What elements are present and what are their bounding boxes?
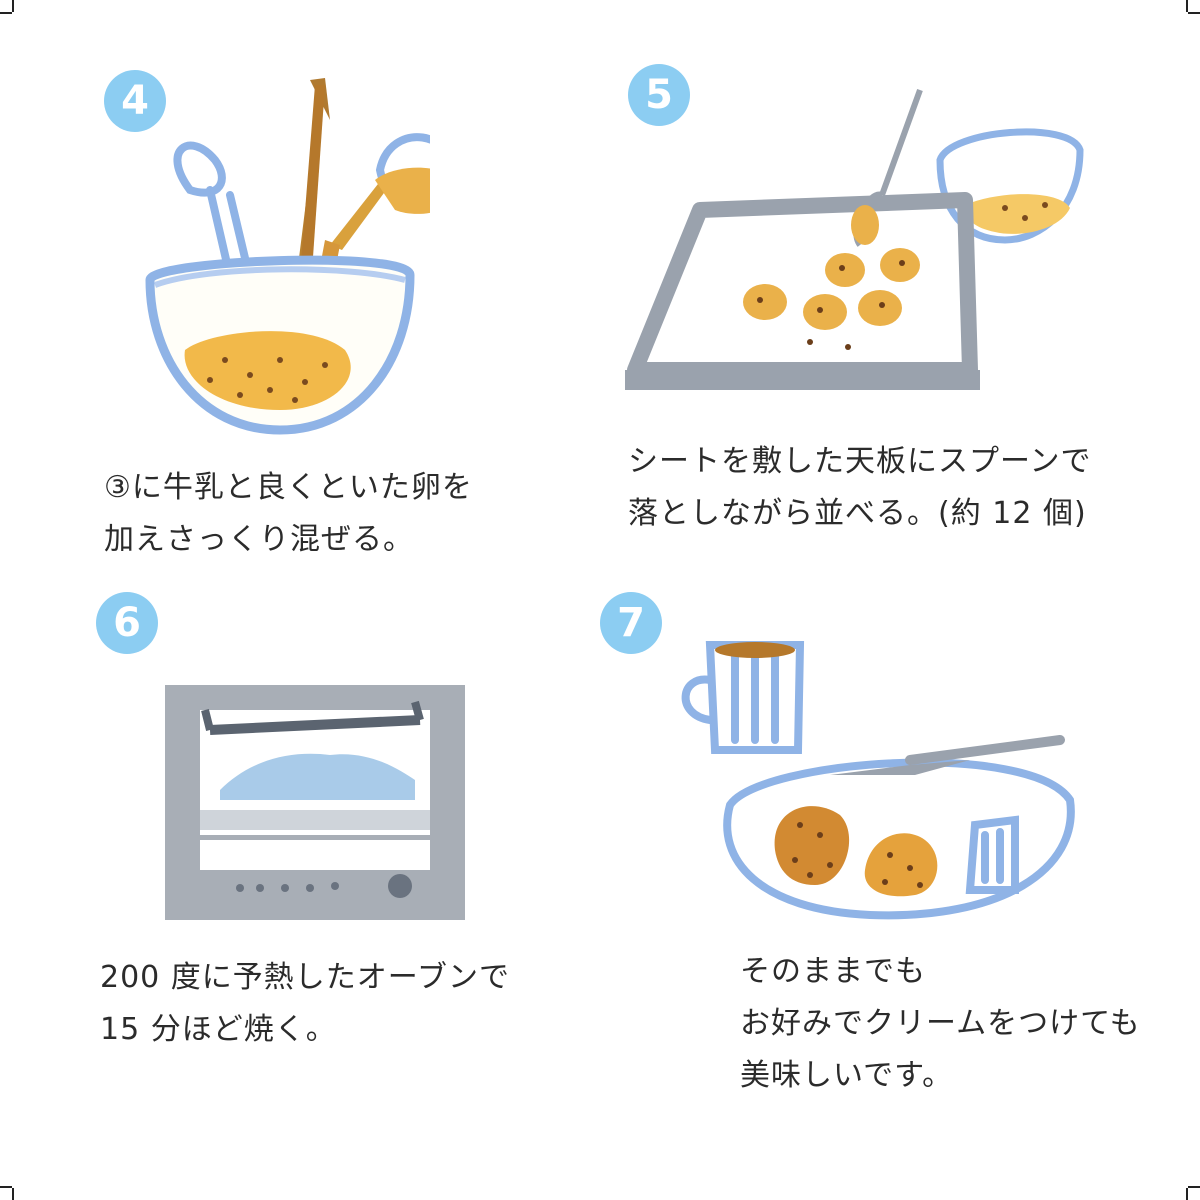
step-caption: シートを敷した天板にスプーンで 落としながら並べる。(約 12 個)	[628, 436, 1092, 540]
step-caption: そのままでも お好みでクリームをつけても 美味しいです。	[740, 946, 1141, 1102]
step-caption: ③に牛乳と良くといた卵を 加えさっくり混ぜる。	[104, 462, 473, 566]
crop-mark	[0, 12, 12, 14]
caption-line: 美味しいです。	[740, 1058, 954, 1093]
step-number-badge: 7	[600, 592, 662, 654]
caption-line: 落としながら並べる。(約 12 個)	[628, 496, 1087, 531]
baking-tray-illustration	[625, 88, 1084, 390]
caption-line: お好みでクリームをつけても	[740, 1006, 1141, 1041]
mixing-bowl-illustration	[145, 78, 430, 435]
crop-mark	[12, 0, 14, 12]
caption-line: ③に牛乳と良くといた卵を	[104, 470, 473, 505]
step-caption: 200 度に予熱したオーブンで 15 分ほど焼く。	[100, 952, 510, 1056]
caption-line: 200 度に予熱したオーブンで	[100, 960, 510, 995]
caption-line: 15 分ほど焼く。	[100, 1012, 337, 1047]
crop-mark	[12, 1188, 14, 1200]
step-number-badge: 4	[104, 70, 166, 132]
crop-mark	[1188, 12, 1200, 14]
caption-line: 加えさっくり混ぜる。	[104, 522, 414, 557]
scones-plate-illustration	[681, 641, 1075, 920]
crop-mark	[1186, 0, 1188, 12]
toaster-oven-illustration	[165, 685, 465, 920]
step-7: 7 そのままでも お好みでクリームをつけても 美味しいです。	[600, 592, 1200, 1200]
step-number-badge: 6	[96, 592, 158, 654]
crop-mark	[1186, 1188, 1188, 1200]
step-number-badge: 5	[628, 64, 690, 126]
caption-line: そのままでも	[740, 954, 926, 989]
crop-mark	[0, 1186, 12, 1188]
caption-line: シートを敷した天板にスプーンで	[628, 444, 1092, 479]
step-5: 5 シートを敷した天板にスプーンで 落としながら並べる。(約 12 個)	[600, 0, 1200, 600]
crop-mark	[1188, 1186, 1200, 1188]
step-6: 6 200 度に予熱したオーブンで 15 分ほど焼く。	[0, 592, 600, 1200]
step-4: 4 ③に牛乳と良くといた卵を 加えさっくり混ぜる。	[0, 0, 600, 600]
